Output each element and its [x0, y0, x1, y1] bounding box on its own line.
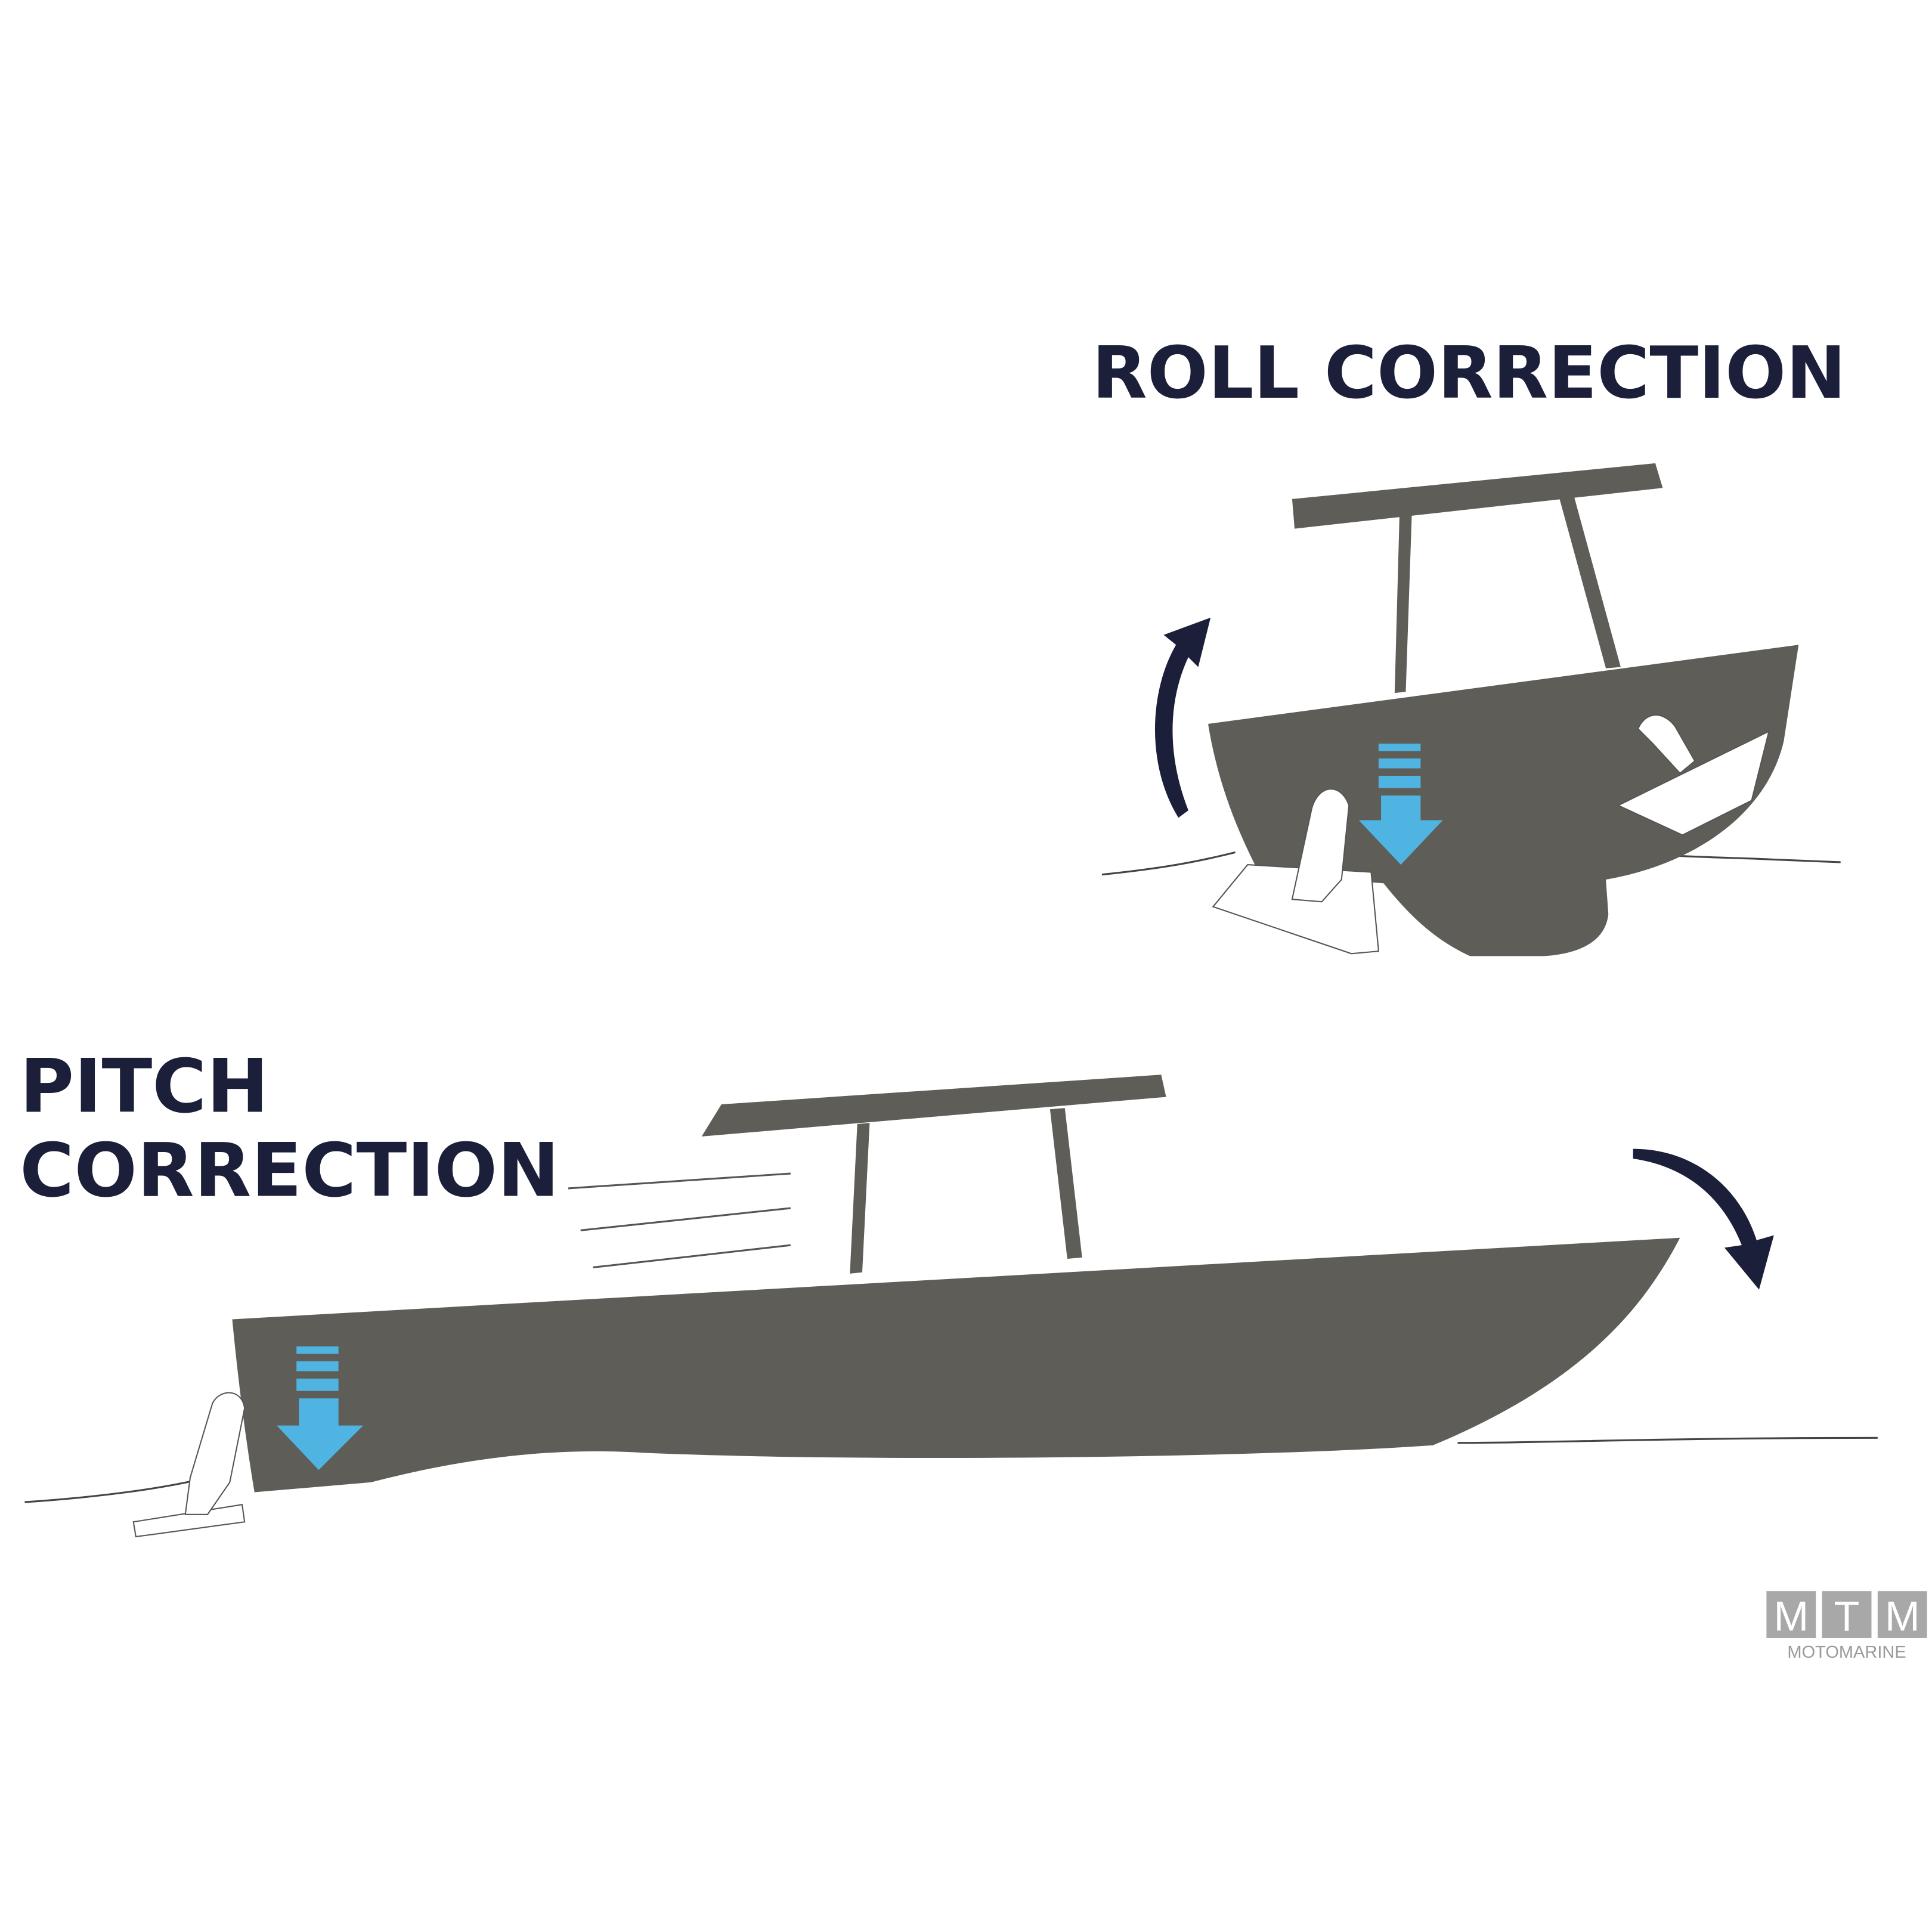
- roll-boat-roof: [1292, 463, 1663, 529]
- logo-box-1: [1766, 1591, 1816, 1638]
- pitch-water-line: [24, 1436, 1878, 1503]
- logo-box-3: [1877, 1591, 1927, 1638]
- logo-letter-2: T: [1834, 1593, 1860, 1640]
- roll-trim-tab-right: [1617, 730, 1770, 836]
- pitch-speed-lines: [568, 1172, 791, 1269]
- pitch-correction-title-line1: PITCH: [20, 1044, 268, 1129]
- logo-subtitle: MOTOMARINE: [1787, 1643, 1906, 1662]
- pitch-actuator: [184, 1392, 246, 1515]
- roll-boat-pillar-right: [1559, 495, 1621, 668]
- roll-boat-pillar-left: [1394, 510, 1412, 693]
- roll-actuator-left: [1291, 788, 1350, 903]
- roll-down-arrow: [1358, 744, 1443, 865]
- pitch-boat-pillar-right: [1049, 1108, 1082, 1259]
- logo-letter-1: M: [1774, 1593, 1809, 1640]
- pitch-boat-roof: [701, 1075, 1166, 1137]
- pitch-correction-title-line2: CORRECTION: [20, 1128, 559, 1213]
- logo-letter-3: M: [1885, 1593, 1920, 1640]
- pitch-down-arrow: [277, 1346, 364, 1470]
- pitch-curved-arrow: [1633, 1148, 1774, 1290]
- mtm-logo: M T M MOTOMARINE: [1766, 1591, 1927, 1662]
- pitch-boat-pillar-left: [850, 1123, 870, 1274]
- roll-curved-arrow: [1154, 617, 1211, 818]
- roll-correction-title: ROLL CORRECTION: [1092, 332, 1846, 415]
- logo-box-2: [1822, 1591, 1872, 1638]
- pitch-boat-hull: [232, 1237, 1680, 1493]
- roll-trim-tab-left: [1212, 864, 1380, 955]
- roll-actuator-right: [1637, 714, 1696, 775]
